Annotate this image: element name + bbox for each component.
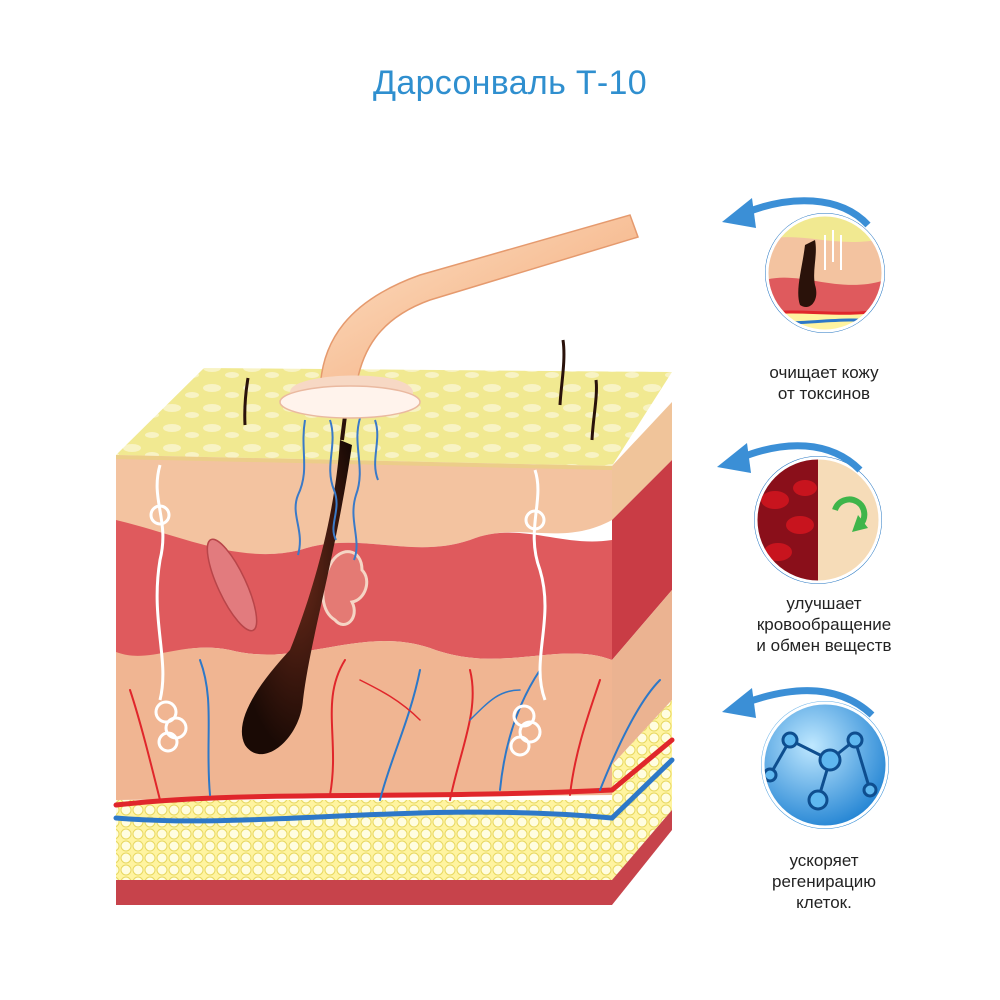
benefit-caption-circulation: улучшает кровообращение и обмен веществ <box>756 594 892 655</box>
blood-vessels <box>113 659 675 824</box>
arrow-heads <box>717 198 756 718</box>
surface-hairs <box>243 339 598 441</box>
skin-detox-icon <box>765 213 885 333</box>
epidermis-top-surface <box>116 368 672 466</box>
benefit-caption-regeneration: ускоряет регенирацию клеток. <box>772 851 876 912</box>
benefit-caption-detox: очищает кожу от токсинов <box>769 363 879 403</box>
nerve-fibers <box>149 464 547 757</box>
arrector-pili-muscle <box>206 538 258 632</box>
electric-discharge-lines <box>294 417 379 561</box>
cell-molecule-icon <box>761 701 889 829</box>
blood-circulation-icon <box>754 456 882 584</box>
benefit-arrows <box>738 197 875 718</box>
darsonval-electrode-probe <box>279 214 639 419</box>
skin-block-side-face <box>612 402 672 905</box>
skin-layers-front <box>116 455 612 905</box>
page-title: Дарсонваль Т-10 <box>373 64 647 102</box>
